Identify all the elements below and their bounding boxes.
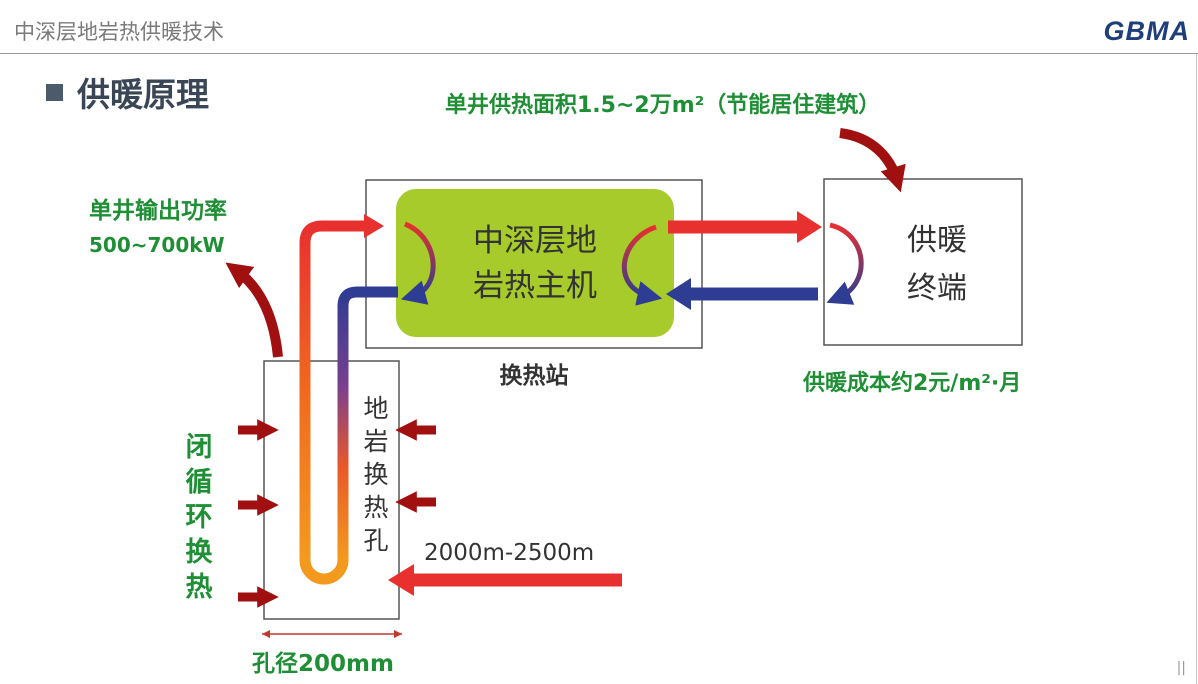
heating-terminal-box: [823, 178, 1023, 346]
heating-cost-label: 供暖成本约2元/m²·月: [802, 370, 1021, 396]
borehole-char-1: 地: [363, 394, 388, 423]
return-pipe: [337, 286, 398, 560]
page-marker: ||: [1176, 660, 1186, 676]
depth-arrowhead-icon: [388, 564, 414, 596]
terminal-supply-arrowhead-icon: [797, 211, 822, 243]
borehole-char-4: 热: [363, 493, 388, 522]
borehole-char-3: 换: [363, 460, 388, 489]
station-label: 换热站: [500, 362, 569, 389]
loop-arrow-host-right-icon: [622, 224, 663, 306]
supply-pipe: [299, 220, 366, 560]
u-pipe-bottom: [299, 559, 349, 585]
power-output-value: 500~700kW: [89, 233, 225, 257]
right-edge-divider: [1196, 54, 1197, 684]
diameter-left-arrowhead-icon: [262, 630, 270, 638]
section-title: 供暖原理: [77, 75, 209, 114]
header-title: 中深层地岩热供暖技术: [14, 20, 224, 44]
borehole-char-5: 孔: [363, 526, 388, 555]
diameter-right-arrowhead-icon: [394, 630, 402, 638]
section-heading: 供暖原理: [46, 68, 209, 116]
terminal-return-arrowhead-icon: [666, 278, 691, 310]
loop-arrow-host-left-icon: [400, 221, 436, 305]
borehole-char-2: 岩: [363, 427, 388, 456]
terminal-label-line1: 供暖: [907, 223, 967, 258]
closed-loop-char-3: 环: [186, 502, 213, 533]
terminal-label-line2: 终端: [907, 271, 967, 306]
host-machine-box: [396, 189, 674, 337]
square-bullet-icon: [46, 83, 63, 101]
gbma-logo: GBMA: [1103, 16, 1190, 46]
loop-arrow-terminal-icon: [826, 222, 864, 305]
depth-label: 2000m-2500m: [424, 540, 594, 566]
heat-exchange-station-box: [365, 179, 703, 349]
diameter-label: 孔径200mm: [252, 651, 394, 677]
closed-loop-char-2: 循: [186, 467, 213, 498]
host-machine-label-line2: 岩热主机: [473, 268, 597, 304]
supply-pipe-arrowhead-icon: [364, 214, 384, 238]
header-bar: 中深层地岩热供暖技术 GBMA: [0, 0, 1198, 54]
host-machine-label-line1: 中深层地: [473, 223, 597, 259]
heating-area-label: 单井供热面积1.5~2万m²（节能居住建筑）: [445, 92, 880, 118]
power-output-curved-arrow-icon: [225, 262, 283, 358]
heating-area-curved-arrow-icon: [839, 128, 906, 193]
closed-loop-char-5: 热: [186, 572, 213, 603]
borehole-box: [263, 360, 400, 620]
header-divider: [0, 53, 1198, 54]
closed-loop-char-1: 闭: [186, 432, 213, 463]
power-output-label: 单井输出功率: [89, 197, 227, 224]
closed-loop-char-4: 换: [186, 537, 214, 568]
